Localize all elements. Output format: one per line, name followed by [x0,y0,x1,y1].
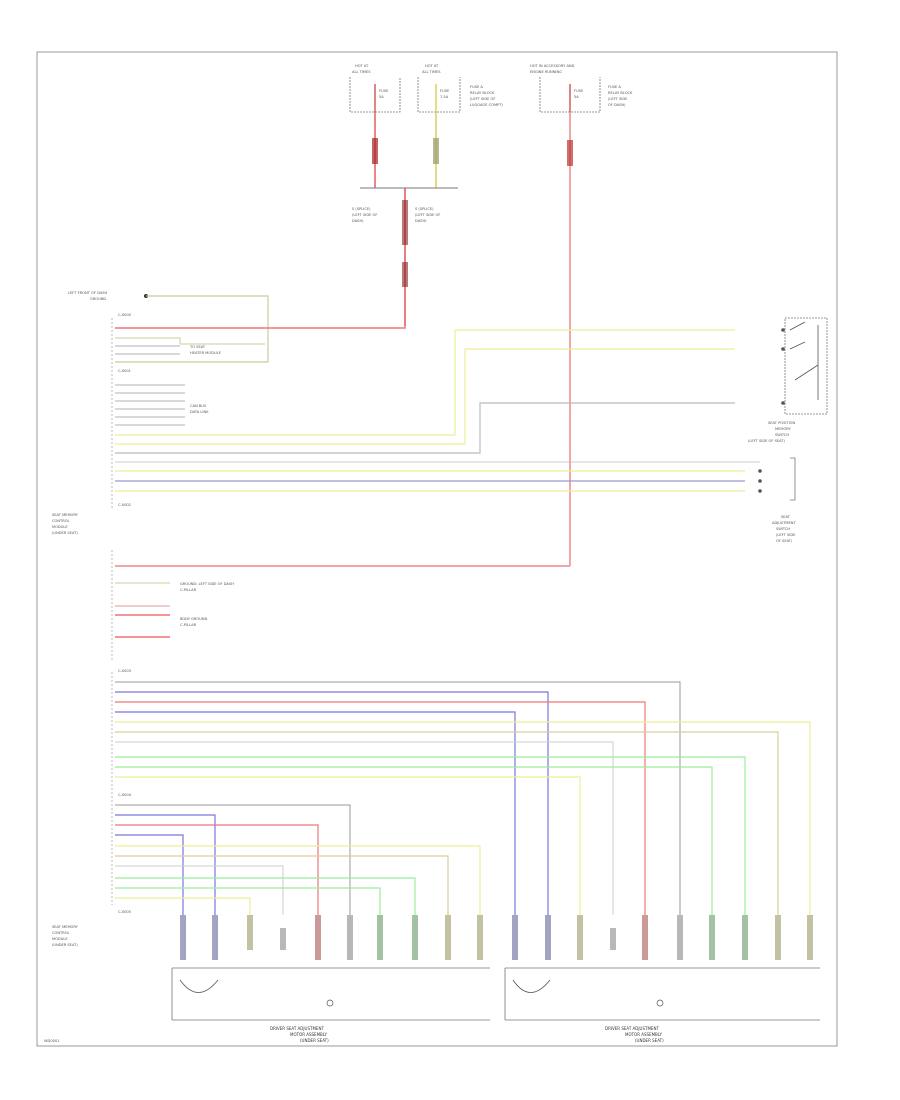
data-link-note-1: CAN BUS [190,404,207,408]
fuse-box-3-note-2: RELAY BLOCK [608,91,633,95]
fuse-box-3: HOT IN ACCESSORY AND ENGINE RUNNING FUSE… [530,64,633,113]
connector-label-3: C-X003 [118,669,131,673]
fuse-box-2-note-3: (LEFT SIDE OF [470,97,495,101]
module-upper-connector [111,318,760,510]
splice-label-2a: S (SPLICE) [415,207,434,211]
fuse-box-3-fuse: FUSE [574,89,584,93]
ground-label-2: GROUND [90,297,106,301]
fuse-box-2-amps: 7.5A [440,95,449,99]
switch-label-4: (LEFT SIDE OF SEAT) [748,439,786,443]
fuse-box-1: HOT AT ALL TIMES FUSE 5A [349,64,401,113]
relay-label-5: OF SEAT) [776,539,793,543]
bottom-module-label-1: SEAT MEMORY [52,925,79,929]
fuse-box-3-hot-line-1: HOT IN ACCESSORY AND [530,64,575,68]
motor-left-label-2: MOTOR ASSEMBLY [290,1032,327,1037]
diagram-id: WD0001 [44,1039,59,1043]
ground-note-2: C-PILLAR [180,588,197,592]
switch-label-2: MEMORY [775,427,792,431]
connector-label-4: C-X004 [118,793,132,797]
bottom-module-label-3: MODULE [52,937,68,941]
module-label-3: MODULE [52,525,68,529]
module-label-1: SEAT MEMORY [52,513,79,517]
motor-assembly-left: DRIVER SEAT ADJUSTMENT MOTOR ASSEMBLY (U… [171,967,490,1043]
motor-right-label-3: (UNDER SEAT) [635,1038,664,1043]
data-link-note2-2: HEATER MODULE [190,351,222,355]
motor-left-label-3: (UNDER SEAT) [300,1038,329,1043]
splice-label-1b: (LEFT SIDE OF [352,213,377,217]
motor-right-label-1: DRIVER SEAT ADJUSTMENT [605,1026,659,1031]
ground-note2-1: BODY GROUND [180,617,208,621]
fuse-wires [360,112,573,566]
bottom-module-label-2: CONTROL [52,931,70,935]
splice-label-2b: (LEFT SIDE OF [415,213,440,217]
data-link-note2-1: TO SEAT [189,345,206,349]
fuse-box-2-hot-line-1: HOT AT [425,64,439,68]
module-label-4: (UNDER SEAT) [52,531,78,535]
fuse-box-3-note-4: OF DASH) [608,103,626,107]
splice-label-2c: DASH) [415,219,427,223]
splice-label-1a: S (SPLICE) [352,207,371,211]
motor-left-label-1: DRIVER SEAT ADJUSTMENT [270,1026,324,1031]
fuse-box-3-amps: 5A [574,95,579,99]
fuse-box-2-note-2: RELAY BLOCK [470,91,495,95]
fuse-box-1-fuse: FUSE [379,89,389,93]
fuse-box-2-hot-line-2: ALL TIMES [422,70,441,74]
module-middle-connector [111,550,570,660]
switch-label-1: SEAT POSITION [768,421,795,425]
fuse-box-3-note-1: FUSE & [608,85,621,89]
ground-note2-2: C-PILLAR [180,623,197,627]
fuse-box-3-hot-line-2: ENGINE RUNNING [530,70,562,74]
diagram-border [36,51,838,1047]
fuse-box-1-hot-line-1: HOT AT [355,64,369,68]
ground-label-1: LEFT FRONT OF DASH [68,291,108,295]
module-label-2: CONTROL [52,519,70,523]
splice-label-1c: DASH) [352,219,364,223]
fuse-box-2: HOT AT ALL TIMES FUSE 7.5A FUSE & RELAY … [417,64,503,113]
fuse-box-1-amps: 5A [379,95,384,99]
fuse-box-2-fuse: FUSE [440,89,450,93]
motor-right-label-2: MOTOR ASSEMBLY [625,1032,662,1037]
bottom-connector-stubs [180,915,813,960]
switch-label-3: SWITCH [775,433,789,437]
data-link-note-2: DATA LINK [190,410,209,414]
adjustment-switch [758,457,796,501]
fuse-box-2-note-4: LUGGAGE COMPT) [470,103,503,107]
connector-label-1: C-X001 [118,369,131,373]
relay-label-4: (LEFT SIDE [776,533,796,537]
bottom-module-label-4: (UNDER SEAT) [52,943,78,947]
relay-label-1: SEAT [781,515,791,519]
memory-switch [781,317,828,415]
connector-label-5: C-X005 [118,910,131,914]
fuse-box-3-note-3: (LEFT SIDE [608,97,628,101]
fuse-box-1-hot-line-2: ALL TIMES [352,70,371,74]
module-lower-connector-left [115,804,481,915]
relay-label-3: SWITCH [776,527,790,531]
motor-assembly-right: DRIVER SEAT ADJUSTMENT MOTOR ASSEMBLY (U… [504,967,820,1043]
fuse-box-2-note-1: FUSE & [470,85,483,89]
module-lower-connector-right [111,672,811,915]
connector-label-2: C-X002 [118,503,131,507]
relay-label-2: ADJUSTMENT [772,521,796,525]
ground-note-1: GROUND: LEFT SIDE OF DASH [180,582,234,586]
connector-label-0: C-X000 [118,313,132,317]
